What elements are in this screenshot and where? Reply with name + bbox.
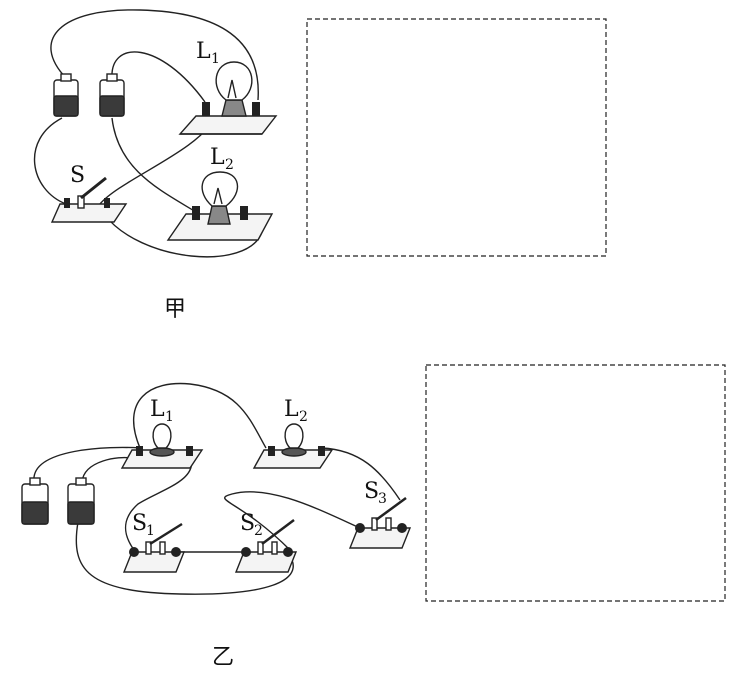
wire-b-1 — [33, 446, 141, 483]
switch-b-s1 — [122, 522, 186, 573]
battery-cell-a2 — [99, 73, 125, 117]
battery-cell-b2 — [67, 477, 95, 525]
switch-b-s3 — [348, 496, 412, 549]
bulb-a-l1 — [178, 61, 278, 135]
switch-a-s — [50, 176, 128, 223]
caption-a: 甲 — [164, 297, 186, 322]
label-a-l2: L — [210, 145, 225, 170]
wire-b-3 — [133, 382, 267, 449]
diagram-a: L 1 L 2 S 甲 — [34, 9, 607, 322]
label-b-s3-sub: 3 — [378, 491, 387, 507]
wire-a-6 — [103, 213, 263, 258]
wire-b-4 — [124, 455, 193, 551]
label-b-s1-sub: 1 — [146, 523, 155, 539]
wire-b-7 — [224, 491, 361, 551]
label-a-l1: L — [196, 39, 211, 64]
wire-a-4 — [111, 117, 197, 213]
wire-b-5 — [321, 447, 401, 501]
label-b-l2-sub: 2 — [299, 409, 308, 425]
diagram-b: L 1 L 2 S 1 — [21, 364, 726, 670]
switch-b-s2 — [234, 519, 298, 573]
label-b-l1-sub: 1 — [165, 409, 174, 425]
answer-box-a — [306, 18, 607, 257]
label-a-l1-sub: 1 — [211, 51, 220, 67]
label-b-l2: L — [284, 397, 299, 422]
battery-cell-b1 — [21, 477, 49, 525]
wire-b-2 — [81, 456, 131, 483]
wire-b-8 — [75, 521, 294, 595]
label-b-s2: S — [240, 511, 255, 536]
label-b-s3: S — [364, 479, 379, 504]
label-b-s2-sub: 2 — [254, 523, 263, 539]
label-a-l2-sub: 2 — [225, 157, 234, 173]
answer-box-b — [425, 364, 726, 602]
label-b-l1: L — [150, 397, 165, 422]
wire-a-2 — [111, 51, 206, 103]
bulb-b-l2 — [252, 423, 334, 469]
bulb-a-l2 — [166, 171, 274, 241]
label-a-s: S — [70, 163, 85, 188]
label-b-s1: S — [132, 511, 147, 536]
wire-a-1 — [50, 9, 259, 101]
battery-cell-a1 — [53, 73, 79, 117]
wire-a-3 — [34, 117, 67, 205]
caption-b: 乙 — [212, 645, 234, 670]
bulb-b-l1 — [120, 423, 204, 469]
